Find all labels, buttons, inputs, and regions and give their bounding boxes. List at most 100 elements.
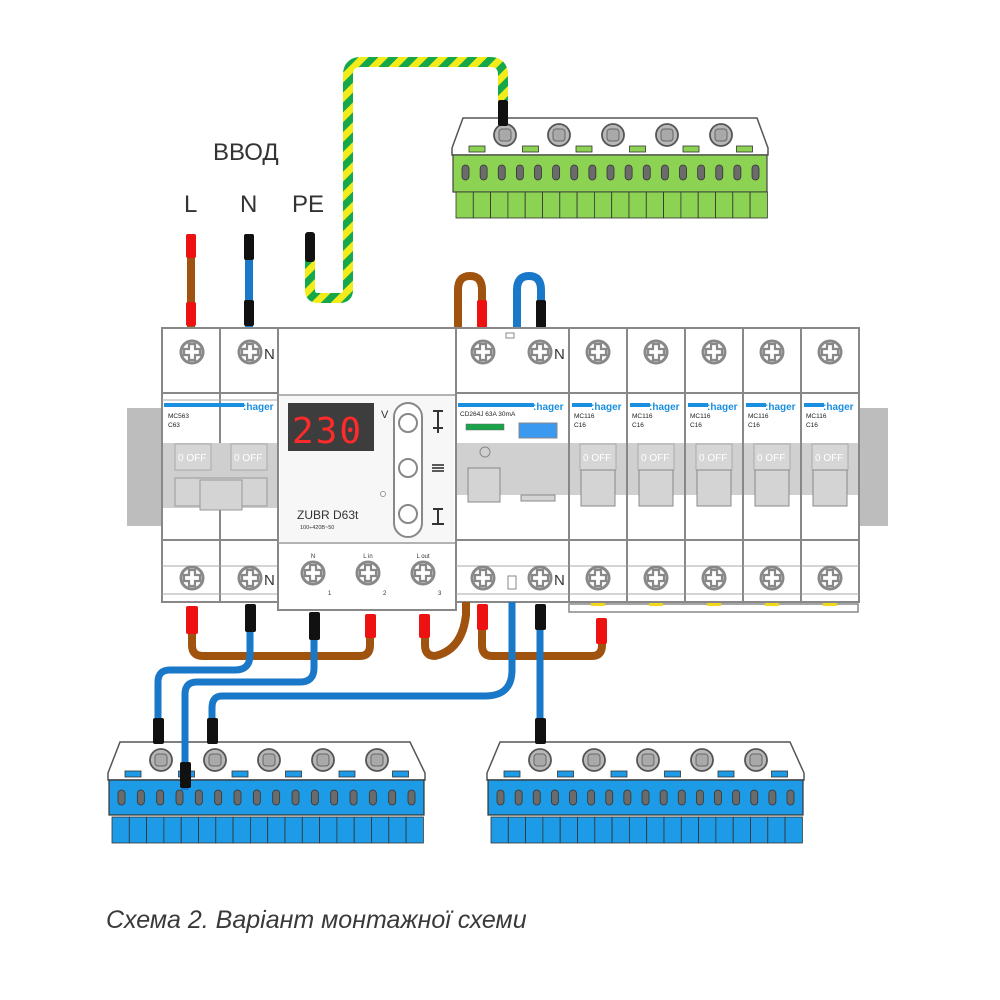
pe-busbar <box>451 117 769 219</box>
main-breaker-n-top: N <box>264 346 275 363</box>
busbar-screw[interactable] <box>257 748 281 772</box>
busbar-fin <box>525 816 544 844</box>
rcd: N N :hager CD264J 63A 30mA <box>455 327 570 603</box>
busbar-tab <box>231 770 249 778</box>
up-arrow-icon <box>433 410 443 433</box>
busbar-fin <box>732 816 751 844</box>
voltage-unit: V <box>381 409 389 421</box>
busbar-screw[interactable] <box>528 748 552 772</box>
relay-terminal[interactable]: L in2 <box>355 554 387 597</box>
busbar-tab <box>717 770 735 778</box>
busbar-fin <box>507 191 526 219</box>
rcd-test-button[interactable] <box>518 422 558 439</box>
busbar-slot <box>751 164 760 181</box>
busbar-fin <box>215 816 234 844</box>
relay-terminal[interactable]: N1 <box>300 554 332 597</box>
comb-pin <box>649 603 663 606</box>
busbar-slot <box>750 789 759 806</box>
busbar-fin <box>405 816 424 844</box>
busbar-fin <box>680 816 699 844</box>
branch-breaker-toggle[interactable] <box>753 443 791 471</box>
rcd-model: CD264J 63A 30mA <box>460 411 516 418</box>
busbar-slot <box>552 164 561 181</box>
branch-breaker-off-label: 0 OFF <box>583 453 611 464</box>
busbar-fin <box>749 191 768 219</box>
busbar-slot <box>768 789 777 806</box>
relay-button-down[interactable] <box>398 504 418 524</box>
relay-model: ZUBR D63t <box>297 508 359 522</box>
busbar-fin <box>267 816 286 844</box>
branch-breaker-toggle[interactable] <box>811 443 849 471</box>
branch-breaker-model: MC116 <box>806 413 827 420</box>
busbar-slot <box>641 789 650 806</box>
busbar-fin <box>388 816 407 844</box>
input-wire-n <box>244 234 254 330</box>
busbar-screw[interactable] <box>547 123 571 147</box>
main-breaker-toggle-1[interactable] <box>174 443 212 471</box>
busbar-slot <box>156 789 165 806</box>
busbar-fin <box>490 816 509 844</box>
busbar-tab <box>468 145 486 153</box>
busbar-screw[interactable] <box>601 123 625 147</box>
busbar-slot <box>677 789 686 806</box>
busbar-tab <box>285 770 302 778</box>
busbar-screw[interactable] <box>690 748 714 772</box>
input-label: ВВОД <box>213 139 279 166</box>
busbar-screw[interactable] <box>582 748 606 772</box>
busbar-fin <box>663 191 682 219</box>
main-breaker-toggle-2[interactable] <box>230 443 268 471</box>
busbar-screw[interactable] <box>636 748 660 772</box>
busbar-slot <box>272 789 281 806</box>
relay-button-menu[interactable] <box>398 458 418 478</box>
busbar-fin <box>198 816 217 844</box>
busbar-fin <box>611 816 630 844</box>
busbar-tab <box>338 770 356 778</box>
busbar-screw[interactable] <box>203 748 227 772</box>
busbar-fin <box>732 191 751 219</box>
busbar-fin <box>507 816 526 844</box>
label-l: L <box>184 191 197 218</box>
caption: Схема 2. Варіант монтажної схеми <box>106 906 527 934</box>
busbar-screw[interactable] <box>149 748 173 772</box>
pe-wire-sleeve-top <box>498 100 508 126</box>
pe-busbar-fins <box>455 191 768 219</box>
busbar-fin <box>646 816 665 844</box>
busbar-screw[interactable] <box>365 748 389 772</box>
relay-led <box>380 491 386 497</box>
busbar-slot <box>623 789 632 806</box>
busbar-slot <box>660 164 669 181</box>
busbar-screw[interactable] <box>493 123 517 147</box>
busbar-screw[interactable] <box>709 123 733 147</box>
busbar-fin <box>180 816 199 844</box>
busbar-slot <box>461 164 470 181</box>
rcd-toggle[interactable] <box>467 467 501 503</box>
busbar-slot <box>479 164 488 181</box>
main-breaker-brand: :hager <box>243 402 274 413</box>
busbar-fin <box>559 816 578 844</box>
busbar-screw[interactable] <box>311 748 335 772</box>
main-breaker-n-bottom: N <box>264 572 275 589</box>
busbar-slot <box>496 789 505 806</box>
busbar-slot <box>532 789 541 806</box>
busbar-tab <box>124 770 142 778</box>
relay-terminal-name: N <box>311 554 315 560</box>
busbar-slot <box>175 789 184 806</box>
busbar-slot <box>732 789 741 806</box>
branch-breaker-rating: C16 <box>806 422 818 429</box>
busbar-slot <box>606 164 615 181</box>
busbar-screw[interactable] <box>655 123 679 147</box>
busbar-slot <box>349 789 358 806</box>
busbar-slot <box>659 789 668 806</box>
menu-icon <box>432 464 444 472</box>
pe-busbar-tabs <box>468 145 753 153</box>
branch-breaker-toggle[interactable] <box>637 443 675 471</box>
busbar-slot <box>252 789 261 806</box>
busbar-fin <box>594 816 613 844</box>
busbar-screw[interactable] <box>744 748 768 772</box>
relay-button-up[interactable] <box>398 413 418 433</box>
down-arrow-icon <box>432 508 444 525</box>
branch-breaker-model: MC116 <box>632 413 653 420</box>
busbar-slot <box>605 789 614 806</box>
